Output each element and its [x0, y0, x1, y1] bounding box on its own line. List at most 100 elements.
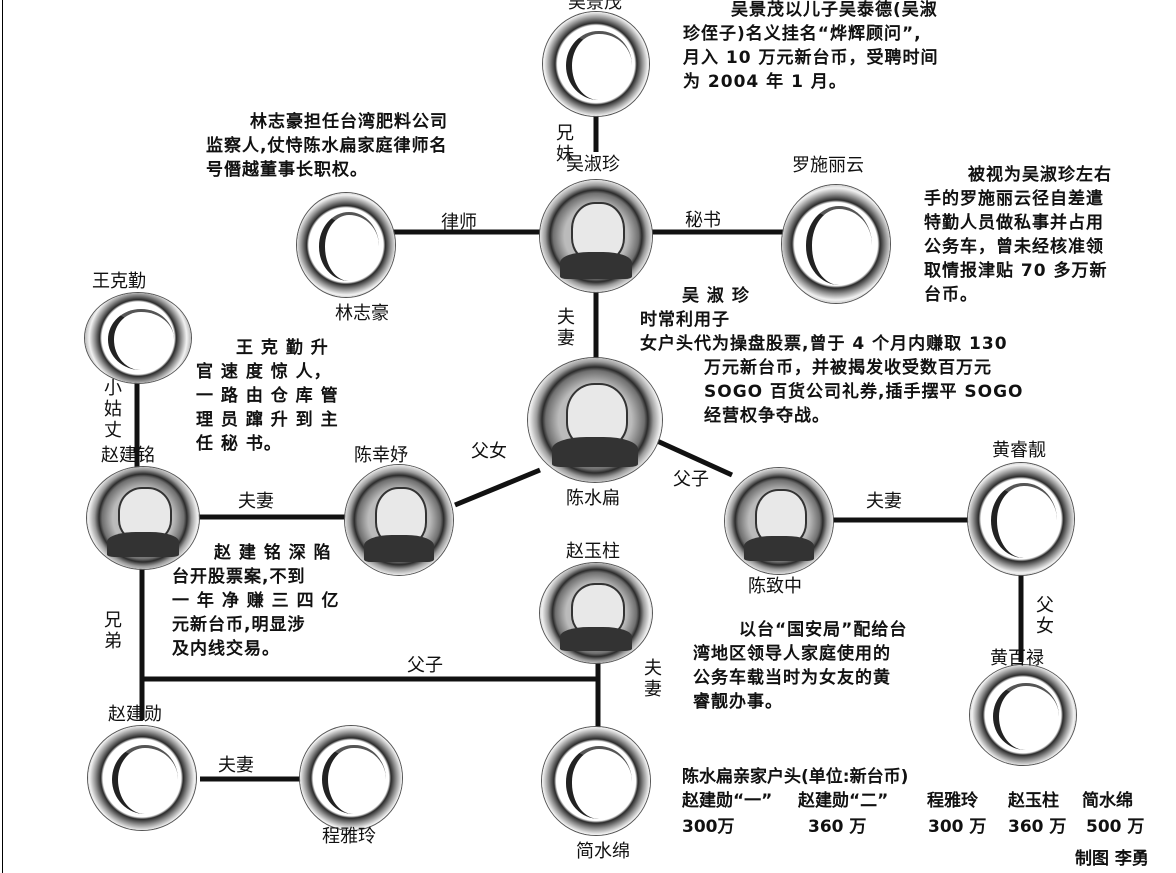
name-lin-zhihao: 林志豪	[335, 303, 389, 324]
relation-zhao-yuzhu-couple: 夫妻	[644, 658, 662, 700]
name-zhao-yuzhu: 赵玉柱	[566, 541, 620, 562]
relation-secretary: 秘书	[685, 210, 721, 231]
portrait-luo-shiliyun	[782, 185, 890, 303]
name-huang-ruijing: 黄睿靓	[992, 440, 1046, 461]
note-line: 监察人,仗恃陈水扁家庭律师名	[206, 136, 448, 156]
note-line: 睿靓办事。	[693, 692, 783, 712]
name-wang-keqin: 王克勤	[92, 271, 146, 292]
note-line: 万元新台币，并被揭发收受数百万元	[704, 358, 992, 378]
name-chen-zhizhong: 陈致中	[748, 576, 802, 597]
note-luo-shiliyun: 被视为吴淑珍左右 手的罗施丽云径自差遣 特勤人员做私事并占用 公务车，曾未经核准…	[924, 163, 1164, 307]
line-chen-son	[653, 437, 734, 478]
note-line: 任 秘 书。	[196, 434, 282, 454]
note-line: 元新台币,明显涉	[172, 615, 306, 635]
note-line: 以台“国安局”配给台	[739, 620, 908, 640]
note-line: 及内线交易。	[172, 639, 280, 659]
portrait-zhao-jianming	[87, 467, 199, 569]
name-zhao-jianxun: 赵建勋	[108, 704, 162, 725]
account-table-header: 赵建勋“二”	[798, 791, 889, 811]
name-luo-shiliyun: 罗施丽云	[792, 155, 864, 176]
note-lin-zhihao: 林志豪担任台湾肥料公司 监察人,仗恃陈水扁家庭律师名 号僭越董事长职权。	[206, 110, 526, 182]
note-line: 被视为吴淑珍左右	[968, 165, 1112, 185]
name-wu-jingmao: 吴景茂	[568, 0, 622, 13]
note-line: 台币。	[924, 285, 978, 305]
note-line: 经营权争夺战。	[704, 406, 830, 426]
note-line: 林志豪担任台湾肥料公司	[250, 112, 448, 132]
note-line: 赵 建 铭 深 陷	[214, 543, 332, 563]
portrait-jian-shuimian	[542, 727, 650, 835]
line-chen-daughter	[454, 467, 541, 508]
account-table-header: 赵建勋“一”	[682, 791, 773, 811]
relation-zhao-brothers: 兄弟	[104, 610, 122, 652]
portrait-huang-bailu	[970, 665, 1076, 765]
note-line: 吴景茂以儿子吴泰德(吴淑	[731, 0, 938, 20]
portrait-chen-zhizhong	[725, 468, 833, 574]
account-table-value: 500 万	[1086, 817, 1145, 837]
relation-wu-siblings: 兄妹	[556, 123, 574, 165]
note-line: 公务车载当时为女友的黄	[693, 668, 891, 688]
note-line: 珍侄子)名义挂名“烨辉顾问”,	[683, 24, 922, 44]
name-zhao-jianming: 赵建铭	[101, 445, 155, 466]
relation-chen-huang-couple: 夫妻	[866, 491, 902, 512]
relation-father-son-chen: 父子	[673, 469, 709, 490]
account-table-header: 程雅玲	[927, 791, 978, 811]
note-wu-jingmao: 吴景茂以儿子吴泰德(吴淑 珍侄子)名义挂名“烨辉顾问”, 月入 10 万元新台币…	[683, 0, 1013, 94]
portrait-lin-zhihao	[297, 193, 395, 297]
relation-aunt-husband: 小姑丈	[104, 378, 122, 441]
relation-lawyer: 律师	[441, 212, 477, 233]
note-line: 月入 10 万元新台币，受聘时间	[683, 48, 939, 68]
account-table-value-row: 300万 360 万 300 万 360 万 500 万	[682, 815, 1162, 841]
account-table-value: 300 万	[928, 817, 987, 837]
relation-huang-father-daughter: 父女	[1036, 595, 1054, 637]
account-table-header: 赵玉柱	[1008, 791, 1059, 811]
note-line: 公务车，曾未经核准领	[924, 237, 1104, 257]
relation-zhao-couple: 夫妻	[238, 491, 274, 512]
portrait-zhao-jianxun	[88, 726, 196, 830]
note-line: 王 克 勤 升	[236, 338, 329, 358]
name-wu-shuzhen: 吴淑珍	[566, 154, 620, 175]
note-line: 特勤人员做私事并占用	[924, 213, 1104, 233]
note-line: 取情报津贴 70 多万新	[924, 261, 1108, 281]
note-line: 湾地区领导人家庭使用的	[693, 644, 891, 664]
note-line: 为 2004 年 1 月。	[683, 72, 847, 92]
name-jian-shuimian: 简水绵	[576, 841, 630, 862]
account-table-value: 300万	[682, 817, 735, 837]
account-table-value: 360 万	[1008, 817, 1067, 837]
note-zhao-jianming: 赵 建 铭 深 陷 台开股票案,不到 一 年 净 赚 三 四 亿 元新台币,明显…	[172, 541, 352, 661]
name-chen-xingyu: 陈幸妤	[354, 445, 408, 466]
credit: 制图 李勇	[1075, 849, 1149, 869]
portrait-wu-jingmao	[543, 12, 649, 116]
note-line: 女户头代为操盘股票,曾于 4 个月内赚取 130	[640, 334, 1008, 354]
account-table-title: 陈水扁亲家户头(单位:新台币)	[682, 767, 909, 787]
portrait-wu-shuzhen	[540, 180, 652, 292]
note-line: 台开股票案,不到	[172, 567, 306, 587]
account-table-header: 简水绵	[1082, 791, 1133, 811]
note-line: 吴 淑 珍	[682, 286, 750, 306]
name-chen-shuibian: 陈水扁	[566, 488, 620, 509]
note-line: 号僭越董事长职权。	[206, 160, 368, 180]
left-border-line	[2, 0, 3, 873]
note-chen-zhizhong: 以台“国安局”配给台 湾地区领导人家庭使用的 公务车载当时为女友的黄 睿靓办事。	[693, 618, 973, 714]
note-line: 理 员 蹿 升 到 主	[196, 410, 339, 430]
relation-father-daughter: 父女	[471, 441, 507, 462]
note-line: 手的罗施丽云径自差遣	[924, 189, 1104, 209]
portrait-chen-shuibian	[528, 358, 662, 482]
note-line: SOGO 百货公司礼券,插手摆平 SOGO	[704, 382, 1024, 402]
note-wang-keqin: 王 克 勤 升 官 速 度 惊 人， 一 路 由 仓 库 管 理 员 蹿 升 到…	[196, 336, 356, 456]
relation-zhao-father-son: 父子	[407, 655, 443, 676]
note-wu-shuzhen: 吴 淑 珍 时常利用子 女户头代为操盘股票,曾于 4 个月内赚取 130 万元新…	[640, 284, 1100, 428]
note-line: 一 年 净 赚 三 四 亿	[172, 591, 340, 611]
portrait-wang-keqin	[85, 293, 191, 383]
note-line: 一 路 由 仓 库 管	[196, 386, 339, 406]
portrait-zhao-yuzhu	[540, 563, 652, 663]
note-line: 时常利用子	[640, 310, 730, 330]
account-table: 陈水扁亲家户头(单位:新台币) 赵建勋“一” 赵建勋“二” 程雅玲 赵玉柱 简水…	[682, 765, 1162, 841]
name-huang-bailu: 黄百禄	[990, 648, 1044, 669]
note-line: 官 速 度 惊 人，	[196, 362, 332, 382]
relation-zhao-cheng-couple: 夫妻	[218, 755, 254, 776]
relation-chen-wu-couple: 夫妻	[557, 307, 575, 349]
name-cheng-yaling: 程雅玲	[322, 826, 376, 847]
account-table-value: 360 万	[808, 817, 867, 837]
